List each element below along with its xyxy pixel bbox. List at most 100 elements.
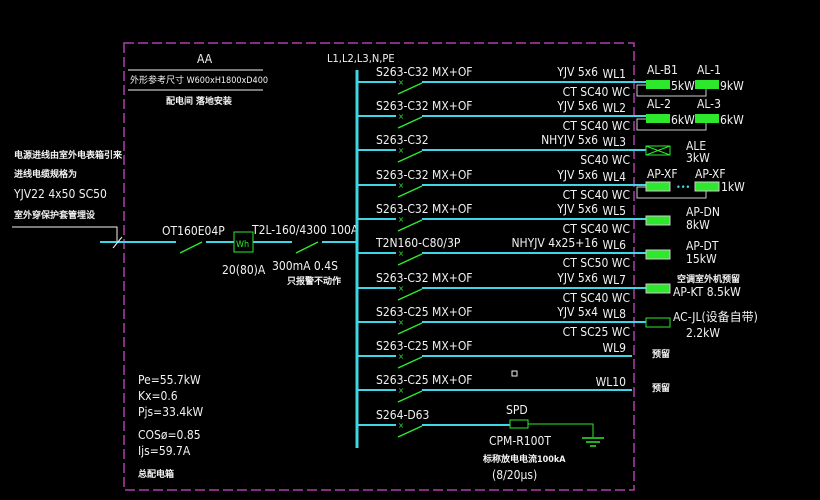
incoming-note-2: 进线电缆规格为 xyxy=(14,168,77,180)
trip-mark-icon: × xyxy=(398,318,404,327)
breaker-switch-icon xyxy=(397,253,423,266)
conduit-label: CT SC50 WC xyxy=(563,256,630,270)
trip-mark-icon: × xyxy=(398,249,404,258)
load-box xyxy=(645,283,671,294)
trip-mark-icon: × xyxy=(398,78,404,87)
cross-line xyxy=(645,145,671,156)
bus-label: L1,L2,L3,N,PE xyxy=(327,52,395,65)
breaker-label: S263-C25 MX+OF xyxy=(376,339,473,353)
circuit-id: WL3 xyxy=(602,135,626,149)
entry-tick xyxy=(112,236,123,249)
trip-mark-icon: × xyxy=(398,215,404,224)
load-al-1: AL-1 xyxy=(697,63,721,77)
spd-label: SPD xyxy=(506,403,528,417)
circuit-id: WL8 xyxy=(602,307,626,321)
load-al-3: AL-3 xyxy=(697,97,721,111)
load-ale: ALE xyxy=(686,139,706,153)
ground-line xyxy=(528,423,594,437)
panel-install: 配电间 落地安装 xyxy=(166,95,233,107)
panel-frame xyxy=(123,42,635,491)
panel-size: 外形参考尺寸 W600xH1800xD400 xyxy=(130,74,268,86)
breaker-label: S264-D63 xyxy=(376,408,429,422)
cable-label: YJV 5x6 xyxy=(556,271,598,285)
switch-gap xyxy=(396,320,422,334)
circuit-id: WL10 xyxy=(596,375,627,389)
breaker-label: S263-C32 xyxy=(376,133,429,147)
load-box xyxy=(645,181,671,192)
switch-gap xyxy=(396,148,422,162)
panel-name: AA xyxy=(197,52,213,66)
breaker-label: S263-C32 MX+OF xyxy=(376,202,473,216)
spd-model: CPM-R100T xyxy=(489,434,551,448)
load-kw: 6kW xyxy=(720,113,744,127)
conduit-label: CT SC40 WC xyxy=(563,222,630,236)
load-kw: 2.2kW xyxy=(686,326,720,340)
switch-gap xyxy=(396,286,422,300)
trip-mark-icon: × xyxy=(398,386,404,395)
switch-gap xyxy=(396,354,422,368)
breaker-switch-icon xyxy=(397,390,423,403)
switch-gap xyxy=(396,251,422,265)
trip-mark-icon: × xyxy=(398,112,404,121)
switch-gap xyxy=(396,217,422,231)
summary-cos: COSø=0.85 xyxy=(138,428,201,442)
main-breaker-switch-icon xyxy=(295,241,319,254)
trip-mark-icon: × xyxy=(398,146,404,155)
isolator-switch-icon xyxy=(179,241,203,254)
breaker-label: T2N160-C80/3P xyxy=(375,236,461,250)
ellipsis: ••• xyxy=(676,183,690,193)
summary-title: 总配电箱 xyxy=(138,468,174,480)
conduit-label: CT SC25 WC xyxy=(563,325,630,339)
switch-gap xyxy=(396,114,422,128)
trip-mark-icon: × xyxy=(398,352,404,361)
summary-pjs: Pjs=33.4kW xyxy=(138,405,203,419)
circuit-id: WL2 xyxy=(602,101,626,115)
load-ap-kt-note: 空调室外机预留 xyxy=(677,273,740,285)
load-ac-jl: AC-JL(设备自带) xyxy=(673,310,758,324)
breaker-switch-icon xyxy=(397,82,423,95)
load-box-empty xyxy=(645,317,671,328)
load-al-2: AL-2 xyxy=(647,97,671,111)
cable-label: NHYJV 4x25+16 xyxy=(511,236,598,250)
rcd-note: 只报警不动作 xyxy=(287,275,341,287)
switch-gap xyxy=(176,238,206,252)
conduit-label: CT SC40 WC xyxy=(563,119,630,133)
trip-mark-icon: × xyxy=(398,284,404,293)
spd-icon xyxy=(509,419,529,429)
breaker-switch-icon xyxy=(397,425,423,438)
switch-gap xyxy=(396,183,422,197)
load-ap-kt: AP-KT 8.5kW xyxy=(673,285,741,299)
leader-line xyxy=(12,226,118,242)
cable-label: YJV 5x6 xyxy=(556,99,598,113)
spd-wave: (8/20μs) xyxy=(492,468,537,482)
breaker-label: S263-C25 MX+OF xyxy=(376,305,473,319)
breaker-switch-icon xyxy=(397,219,423,232)
cable-label: YJV 5x6 xyxy=(556,202,598,216)
emergency-load-icon xyxy=(645,145,671,156)
cable-label: YJV 5x6 xyxy=(556,168,598,182)
meter-label: Wh xyxy=(236,240,249,250)
load-ap-xf: AP-XF xyxy=(695,167,726,181)
rcd-label: 300mA 0.4S xyxy=(272,259,338,273)
load-kw: 3kW xyxy=(686,151,710,165)
trip-mark-icon: × xyxy=(398,421,404,430)
load-kw: 6kW xyxy=(671,113,695,127)
load-kw: 15kW xyxy=(686,252,717,266)
load-ap-dn: AP-DN xyxy=(686,205,720,219)
load-kw: 1kW xyxy=(721,180,745,194)
load-box xyxy=(646,80,670,89)
load-box xyxy=(646,114,670,123)
switch-gap xyxy=(396,80,422,94)
load-box xyxy=(645,249,671,260)
switch-gap xyxy=(396,423,422,437)
load-ap-xf: AP-XF xyxy=(647,167,678,181)
load-ap-dt: AP-DT xyxy=(686,239,719,253)
spare-label: 预留 xyxy=(652,382,670,394)
trip-mark-icon: × xyxy=(398,181,404,190)
load-box xyxy=(695,80,719,89)
meter-icon xyxy=(233,231,254,253)
cable-label: YJV 5x6 xyxy=(556,65,598,79)
loads: AL-B1 AL-1 5kW 9kW AL-2 AL-3 6kW 6kW ALE… xyxy=(636,63,758,394)
breaker-label: S263-C32 MX+OF xyxy=(376,168,473,182)
